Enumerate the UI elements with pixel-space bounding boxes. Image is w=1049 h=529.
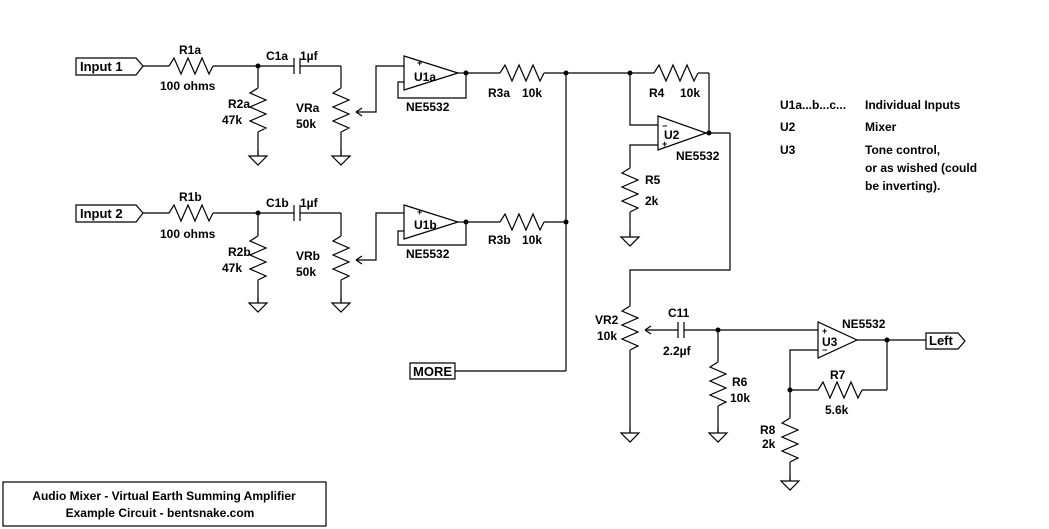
legend-desc-3a: Tone control, <box>865 143 940 157</box>
resistor-r2a: R2a 47k <box>222 66 268 166</box>
legend-key-3: U3 <box>780 143 796 157</box>
c11-ref: C11 <box>668 306 690 320</box>
r3a-value: 10k <box>522 86 542 100</box>
r4-value: 10k <box>680 86 700 100</box>
r2b-ref: R2b <box>228 245 251 259</box>
resistor-r2b: R2b 47k <box>222 213 268 313</box>
input-1-label: Input 1 <box>80 59 123 74</box>
input-2-channel: Input 2 R1b 100 ohms R2b 47k C1b 1µf <box>75 190 566 313</box>
summing-bus: MORE <box>409 70 569 380</box>
input-2-port <box>75 204 144 223</box>
r6-ref: R6 <box>732 375 748 389</box>
opamp-u2: − + U2 NE5532 <box>657 115 720 163</box>
svg-text:−: − <box>662 121 667 131</box>
legend: U1a...b...c... Individual Inputs U2 Mixe… <box>780 98 977 193</box>
resistor-r5: R5 2k <box>620 144 661 247</box>
vra-value: 50k <box>296 117 316 131</box>
u1b-ref: U1b <box>414 218 437 232</box>
potentiometer-vrb: VRb 50k <box>296 213 363 313</box>
resistor-r3a: R3a 10k <box>466 63 630 100</box>
u3-ref: U3 <box>822 335 838 349</box>
vrb-ref: VRb <box>296 249 320 263</box>
r7-value: 5.6k <box>825 403 849 417</box>
resistor-r1a: R1a 100 ohms <box>143 43 258 93</box>
resistor-r4: R4 10k <box>630 63 710 133</box>
u3-part: NE5532 <box>842 317 886 331</box>
r4-ref: R4 <box>649 86 665 100</box>
r1b-value: 100 ohms <box>160 227 216 241</box>
c1a-value: 1µf <box>300 49 319 63</box>
title-line-1: Audio Mixer - Virtual Earth Summing Ampl… <box>32 489 296 503</box>
r8-value: 2k <box>762 437 776 451</box>
resistor-r1b: R1b 100 ohms <box>143 190 258 241</box>
r8-ref: R8 <box>760 423 776 437</box>
vr2-value: 10k <box>597 329 617 343</box>
c11-value: 2.2µf <box>663 344 692 358</box>
u1a-part: NE5532 <box>406 100 450 114</box>
left-label: Left <box>929 333 954 348</box>
c1b-value: 1µf <box>300 196 319 210</box>
resistor-r6: R6 10k <box>708 330 750 443</box>
r3b-ref: R3b <box>488 233 511 247</box>
title-line-2: Example Circuit - bentsnake.com <box>66 506 255 520</box>
c1b-ref: C1b <box>266 196 289 210</box>
r1b-ref: R1b <box>179 190 202 204</box>
title-block: Audio Mixer - Virtual Earth Summing Ampl… <box>2 481 327 527</box>
resistor-r7: R7 5.6k <box>790 340 888 417</box>
r2a-value: 47k <box>222 113 242 127</box>
r2b-value: 47k <box>222 261 242 275</box>
input-2-label: Input 2 <box>80 206 123 221</box>
vra-ref: VRa <box>296 101 320 115</box>
r1a-ref: R1a <box>179 43 201 57</box>
u1b-part: NE5532 <box>406 247 450 261</box>
svg-text:+: + <box>417 207 422 217</box>
output-stage: VR2 10k C11 2.2µf R6 10k + − U3 NE5532 <box>595 133 966 491</box>
opamp-u1b: + U1b NE5532 <box>397 204 467 261</box>
legend-key-1: U1a...b...c... <box>780 98 846 112</box>
potentiometer-vra: VRa 50k <box>296 66 363 166</box>
resistor-r8: R8 2k <box>760 390 800 491</box>
u2-ref: U2 <box>664 128 680 142</box>
mixer-stage: R4 10k − + U2 NE5532 R5 2k <box>620 63 730 247</box>
input-1-port <box>75 57 144 76</box>
legend-key-2: U2 <box>780 120 796 134</box>
resistor-r3b: R3b 10k <box>466 212 566 247</box>
r3b-value: 10k <box>522 233 542 247</box>
capacitor-c1b: C1b 1µf <box>258 196 341 221</box>
input-1-channel: Input 1 R1a 100 ohms R2a 47k C1a 1µf <box>75 43 630 166</box>
r1a-value: 100 ohms <box>160 79 216 93</box>
vr2-ref: VR2 <box>595 313 619 327</box>
legend-desc-3b: or as wished (could <box>865 161 977 175</box>
r3a-ref: R3a <box>488 86 510 100</box>
r5-ref: R5 <box>645 173 661 187</box>
svg-text:+: + <box>822 326 827 336</box>
svg-text:+: + <box>417 58 422 68</box>
opamp-u1a: + U1a NE5532 <box>397 55 467 114</box>
u2-part: NE5532 <box>676 149 720 163</box>
more-port <box>409 362 456 380</box>
r6-value: 10k <box>730 391 750 405</box>
capacitor-c1a: C1a 1µf <box>258 49 341 74</box>
r2a-ref: R2a <box>228 97 250 111</box>
capacitor-c11: C11 2.2µf <box>645 306 818 358</box>
left-port <box>925 332 966 350</box>
r7-ref: R7 <box>830 368 846 382</box>
potentiometer-vr2: VR2 10k <box>595 305 652 443</box>
svg-text:+: + <box>662 139 667 149</box>
legend-desc-1: Individual Inputs <box>865 98 961 112</box>
more-label: MORE <box>413 364 452 379</box>
u1a-ref: U1a <box>414 70 436 84</box>
legend-desc-3c: be inverting). <box>865 179 940 193</box>
r5-value: 2k <box>645 194 659 208</box>
vrb-value: 50k <box>296 265 316 279</box>
c1a-ref: C1a <box>266 49 288 63</box>
legend-desc-2: Mixer <box>865 120 897 134</box>
opamp-u3: + − U3 NE5532 <box>817 317 886 359</box>
svg-text:−: − <box>822 345 827 355</box>
